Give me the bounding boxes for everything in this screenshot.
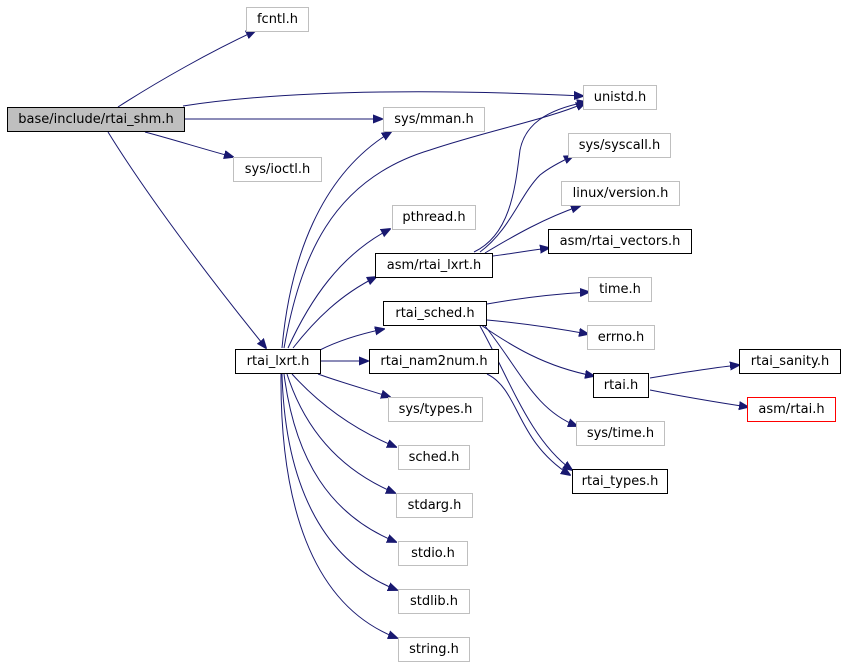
edge-rtai_lxrt-sys_mman [281,132,391,349]
edge-rtai_lxrt-pthread [287,229,390,349]
node-sys_mman[interactable]: sys/mman.h [383,107,485,132]
node-rtai_lxrt[interactable]: rtai_lxrt.h [235,349,321,374]
edge-rtai_lxrt-stdlib [281,373,397,590]
node-rtai_nam2num[interactable]: rtai_nam2num.h [369,349,499,374]
edges-layer [107,31,748,638]
edge-rtai_lxrt-asm_rtai_lxrt [292,277,376,349]
edge-rtai_shm-unistd [182,92,583,107]
node-rtai_types[interactable]: rtai_types.h [572,469,668,494]
edge-rtai_sched-rtai_types [479,325,572,470]
edge-rtai_shm-sys_ioctl [144,131,233,157]
node-asm_rtai_lxrt[interactable]: asm/rtai_lxrt.h [375,253,493,278]
node-rtai[interactable]: rtai.h [593,373,649,398]
node-sys_time[interactable]: sys/time.h [576,421,665,446]
edge-asm_rtai_lxrt-asm_rtai_vectors [492,248,549,257]
node-errno[interactable]: errno.h [587,325,655,350]
edge-asm_rtai_lxrt-sys_syscall [479,156,573,253]
edge-rtai_lxrt-sched [291,373,396,447]
edge-rtai_lxrt-sys_types [317,373,390,397]
node-time[interactable]: time.h [588,277,652,302]
edge-rtai_shm-fcntl [117,31,255,108]
node-sys_syscall[interactable]: sys/syscall.h [568,133,671,158]
node-stdlib[interactable]: stdlib.h [398,589,470,614]
edge-rtai_lxrt-string [280,373,397,638]
edge-rtai_lxrt-stdio [283,373,396,542]
edge-rtai_nam2num-rtai_types [486,373,570,475]
edge-rtai_lxrt-unistd [283,103,585,349]
edge-rtai_sched-errno [486,319,588,334]
node-rtai_sanity[interactable]: rtai_sanity.h [739,349,841,374]
edge-rtai_sched-time [486,292,589,305]
node-asm_rtai[interactable]: asm/rtai.h [747,397,836,422]
edge-asm_rtai_lxrt-unistd [473,102,586,253]
node-fcntl[interactable]: fcntl.h [246,7,309,32]
node-sys_ioctl[interactable]: sys/ioctl.h [233,157,322,182]
node-asm_rtai_vectors[interactable]: asm/rtai_vectors.h [548,229,692,254]
edge-asm_rtai_lxrt-linux_version [484,206,580,254]
node-rtai_shm[interactable]: base/include/rtai_shm.h [7,107,185,132]
node-stdio[interactable]: stdio.h [398,541,468,566]
edge-rtai-asm_rtai [649,389,748,407]
edge-rtai_lxrt-stdarg [286,373,395,493]
node-unistd[interactable]: unistd.h [583,85,657,110]
edge-rtai_lxrt-rtai_sched [319,329,384,351]
node-rtai_sched[interactable]: rtai_sched.h [383,301,487,326]
node-pthread[interactable]: pthread.h [392,205,476,230]
node-sched[interactable]: sched.h [398,445,470,470]
edge-rtai_shm-rtai_lxrt [107,131,266,348]
edge-rtai_sched-rtai [480,324,594,376]
edge-rtai-rtai_sanity [649,365,739,379]
node-stdarg[interactable]: stdarg.h [396,493,473,518]
node-sys_types[interactable]: sys/types.h [388,397,483,422]
node-linux_version[interactable]: linux/version.h [561,181,680,206]
node-string[interactable]: string.h [398,637,470,662]
edge-rtai_sched-sys_time [484,325,577,426]
